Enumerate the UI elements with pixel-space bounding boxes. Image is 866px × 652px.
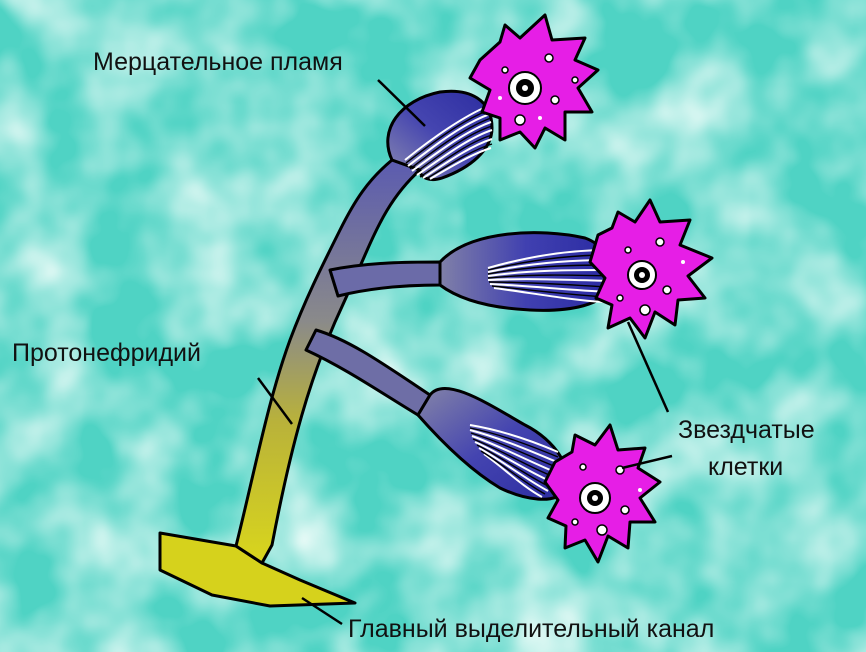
label-stellate-line1: Звездчатые — [678, 418, 815, 443]
stellate-cell-middle — [590, 200, 712, 338]
branch-lower — [306, 330, 430, 415]
branch-middle — [330, 262, 440, 296]
label-main-canal: Главный выделительный канал — [348, 617, 714, 642]
leader-stellate-middle — [628, 322, 668, 412]
stellate-cell-lower — [545, 425, 660, 562]
label-stellate-line2: клетки — [708, 455, 783, 480]
label-flame: Мерцательное пламя — [93, 50, 343, 75]
label-protonephridium: Протонефридий — [12, 341, 201, 366]
